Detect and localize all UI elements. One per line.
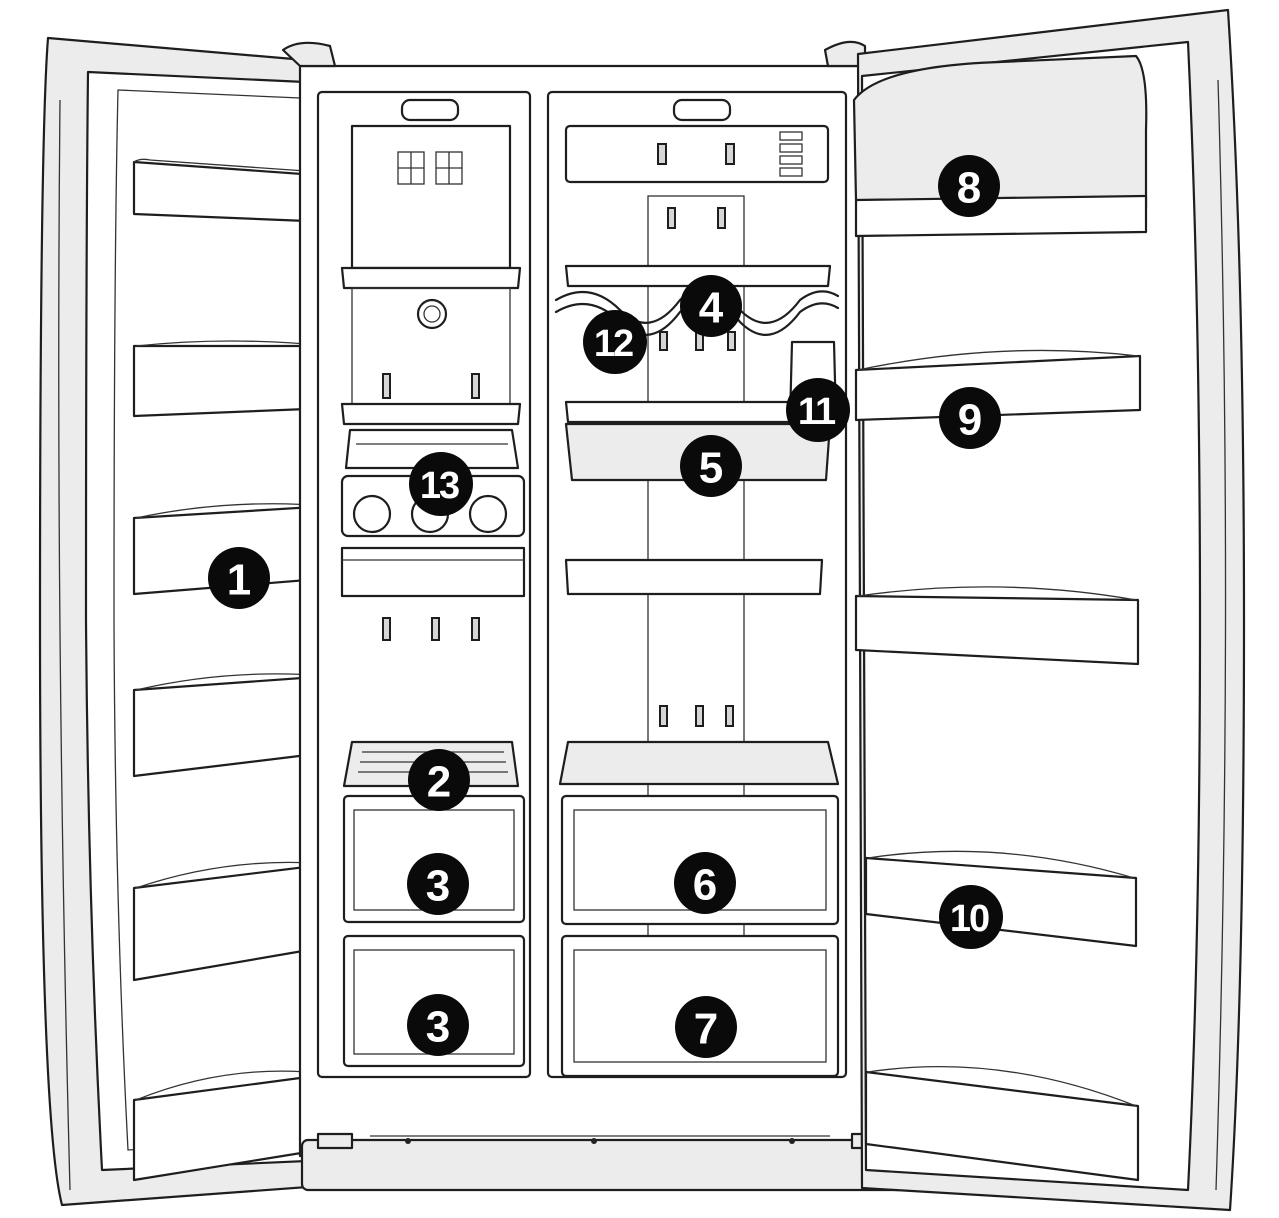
- badge-4: 4: [680, 275, 742, 337]
- badge-3-upper-label: 3: [426, 862, 450, 911]
- badge-1: 1: [208, 547, 270, 609]
- fridge-compartment: [548, 92, 846, 1077]
- badge-9: 9: [939, 387, 1001, 449]
- badge-3-upper: 3: [407, 853, 469, 915]
- badge-9-label: 9: [958, 396, 982, 445]
- badge-6-label: 6: [693, 861, 717, 910]
- badge-5: 5: [680, 435, 742, 497]
- badge-11: 11: [786, 378, 850, 442]
- badge-1-label: 1: [227, 556, 251, 605]
- badge-12-label: 12: [594, 323, 633, 365]
- freezer-compartment: [318, 92, 530, 1077]
- badge-13: 13: [409, 452, 473, 516]
- badge-7-label: 7: [694, 1005, 718, 1054]
- badge-4-label: 4: [699, 284, 724, 333]
- badge-7: 7: [675, 996, 737, 1058]
- badge-6: 6: [674, 852, 736, 914]
- badge-8: 8: [938, 155, 1000, 217]
- badge-11-label: 11: [798, 391, 836, 433]
- badge-2: 2: [408, 749, 470, 811]
- badge-3-lower-label: 3: [426, 1003, 450, 1052]
- badge-2-label: 2: [427, 758, 451, 807]
- badge-10: 10: [939, 885, 1003, 949]
- badge-5-label: 5: [699, 444, 723, 493]
- badge-13-label: 13: [420, 465, 459, 507]
- badge-10-label: 10: [950, 898, 989, 940]
- badge-3-lower: 3: [407, 994, 469, 1056]
- badge-12: 12: [583, 310, 647, 374]
- badge-8-label: 8: [957, 164, 981, 213]
